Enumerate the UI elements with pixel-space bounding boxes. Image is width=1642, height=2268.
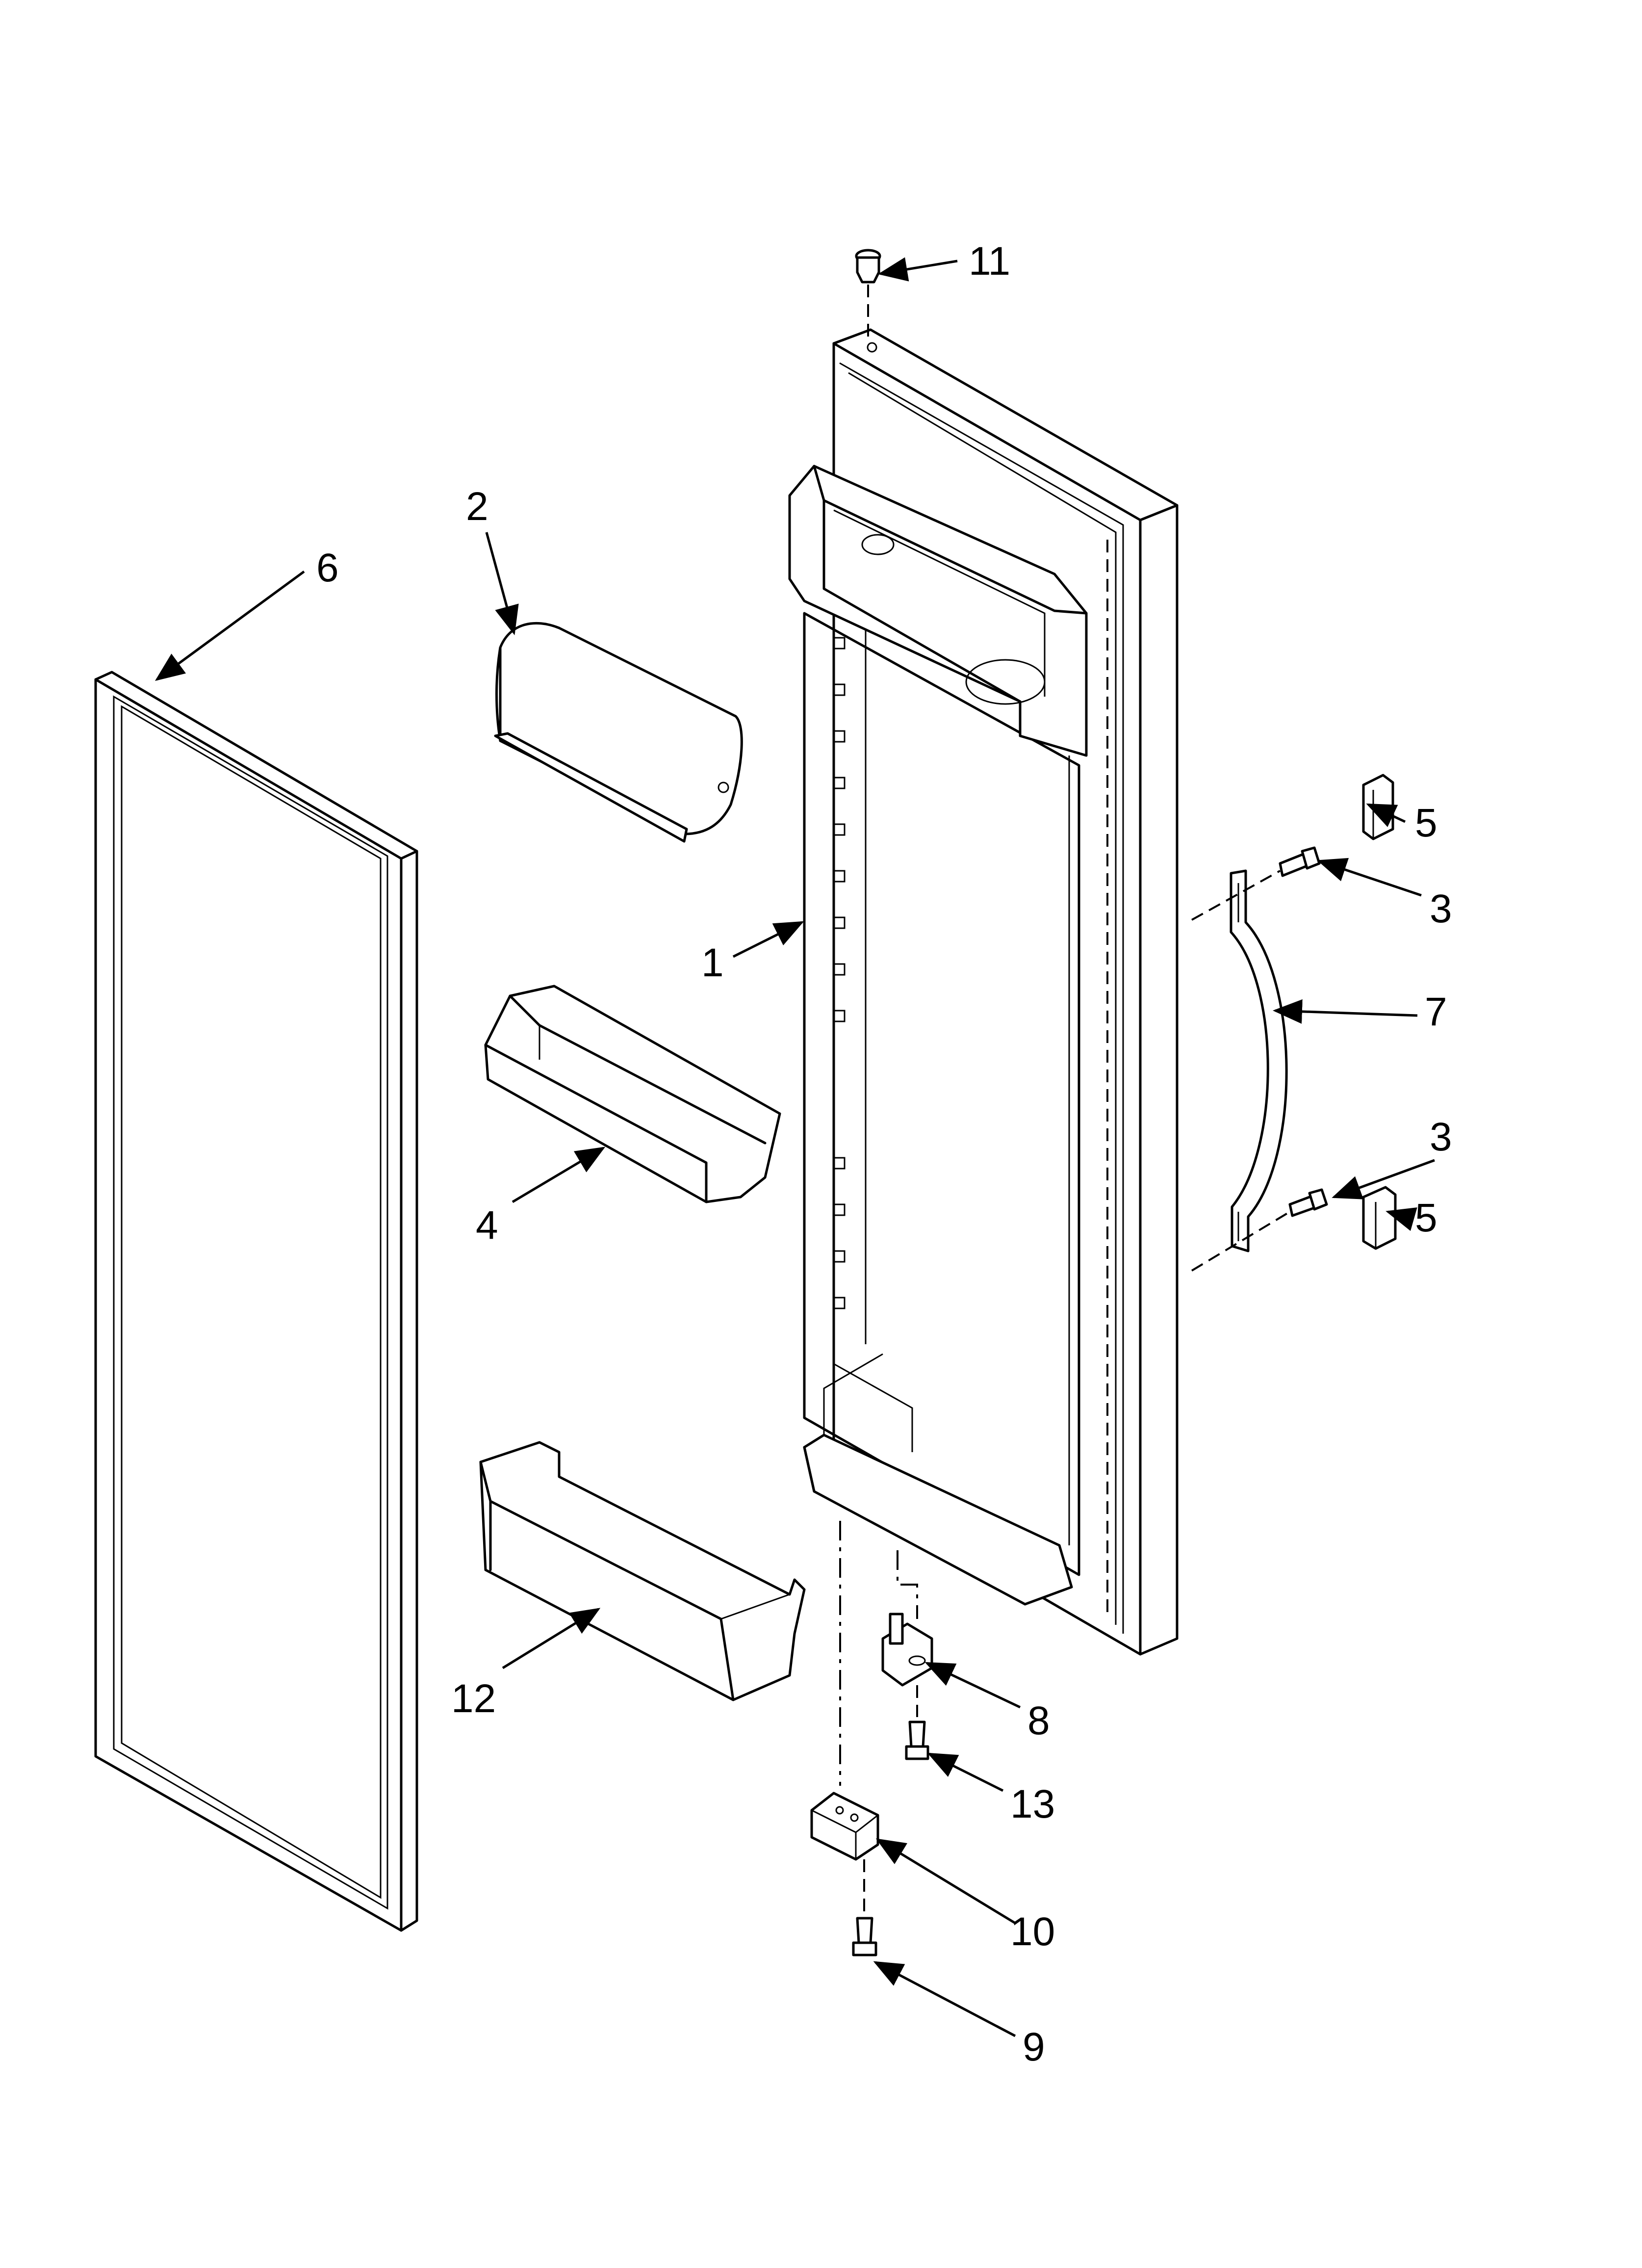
callout-5-lower: 5	[1415, 1196, 1437, 1240]
callout-6: 6	[316, 546, 339, 590]
part-2-dairy-door	[494, 622, 743, 843]
part-5-trim-cap-upper	[1362, 774, 1394, 840]
callout-5-upper: 5	[1415, 801, 1437, 845]
part-3-screw-upper	[1279, 846, 1321, 877]
part-4-door-bin	[484, 985, 781, 1203]
callout-3-upper: 3	[1430, 886, 1452, 931]
callout-8: 8	[1027, 1698, 1050, 1743]
part-9-hinge-screw	[852, 1917, 877, 1956]
part-5-trim-cap-lower	[1362, 1186, 1397, 1250]
part-12-door-bin	[479, 1441, 806, 1701]
callout-13: 13	[1010, 1782, 1055, 1826]
part-13-hinge-screw	[905, 1721, 929, 1760]
callout-7: 7	[1425, 990, 1447, 1034]
part-6-door-gasket	[94, 671, 418, 1932]
part-10-hinge-shim	[810, 1521, 879, 1913]
callout-12: 12	[451, 1676, 496, 1721]
part-7-door-handle	[1230, 869, 1288, 1252]
handle-mount-line-upper	[1191, 870, 1281, 921]
part-8-hinge-bracket	[881, 1550, 933, 1717]
callout-9: 9	[1023, 2025, 1045, 2069]
callout-3-lower: 3	[1430, 1115, 1452, 1159]
callout-11: 11	[969, 239, 1010, 284]
callout-2: 2	[466, 484, 488, 529]
part-3-screw-lower	[1288, 1188, 1328, 1217]
callout-1: 1	[701, 940, 724, 985]
part-1-door-assembly	[788, 328, 1179, 1656]
callout-numbers: 11 2 6 1 5 3 7 3 5 4 12 8 13 10 9	[316, 239, 1452, 2069]
callout-10: 10	[1010, 1909, 1055, 1954]
callout-4: 4	[476, 1203, 498, 1248]
door-rail-bumps	[833, 637, 846, 1309]
leader-lines	[154, 257, 1435, 2037]
part-11-hinge-bushing	[855, 249, 881, 341]
